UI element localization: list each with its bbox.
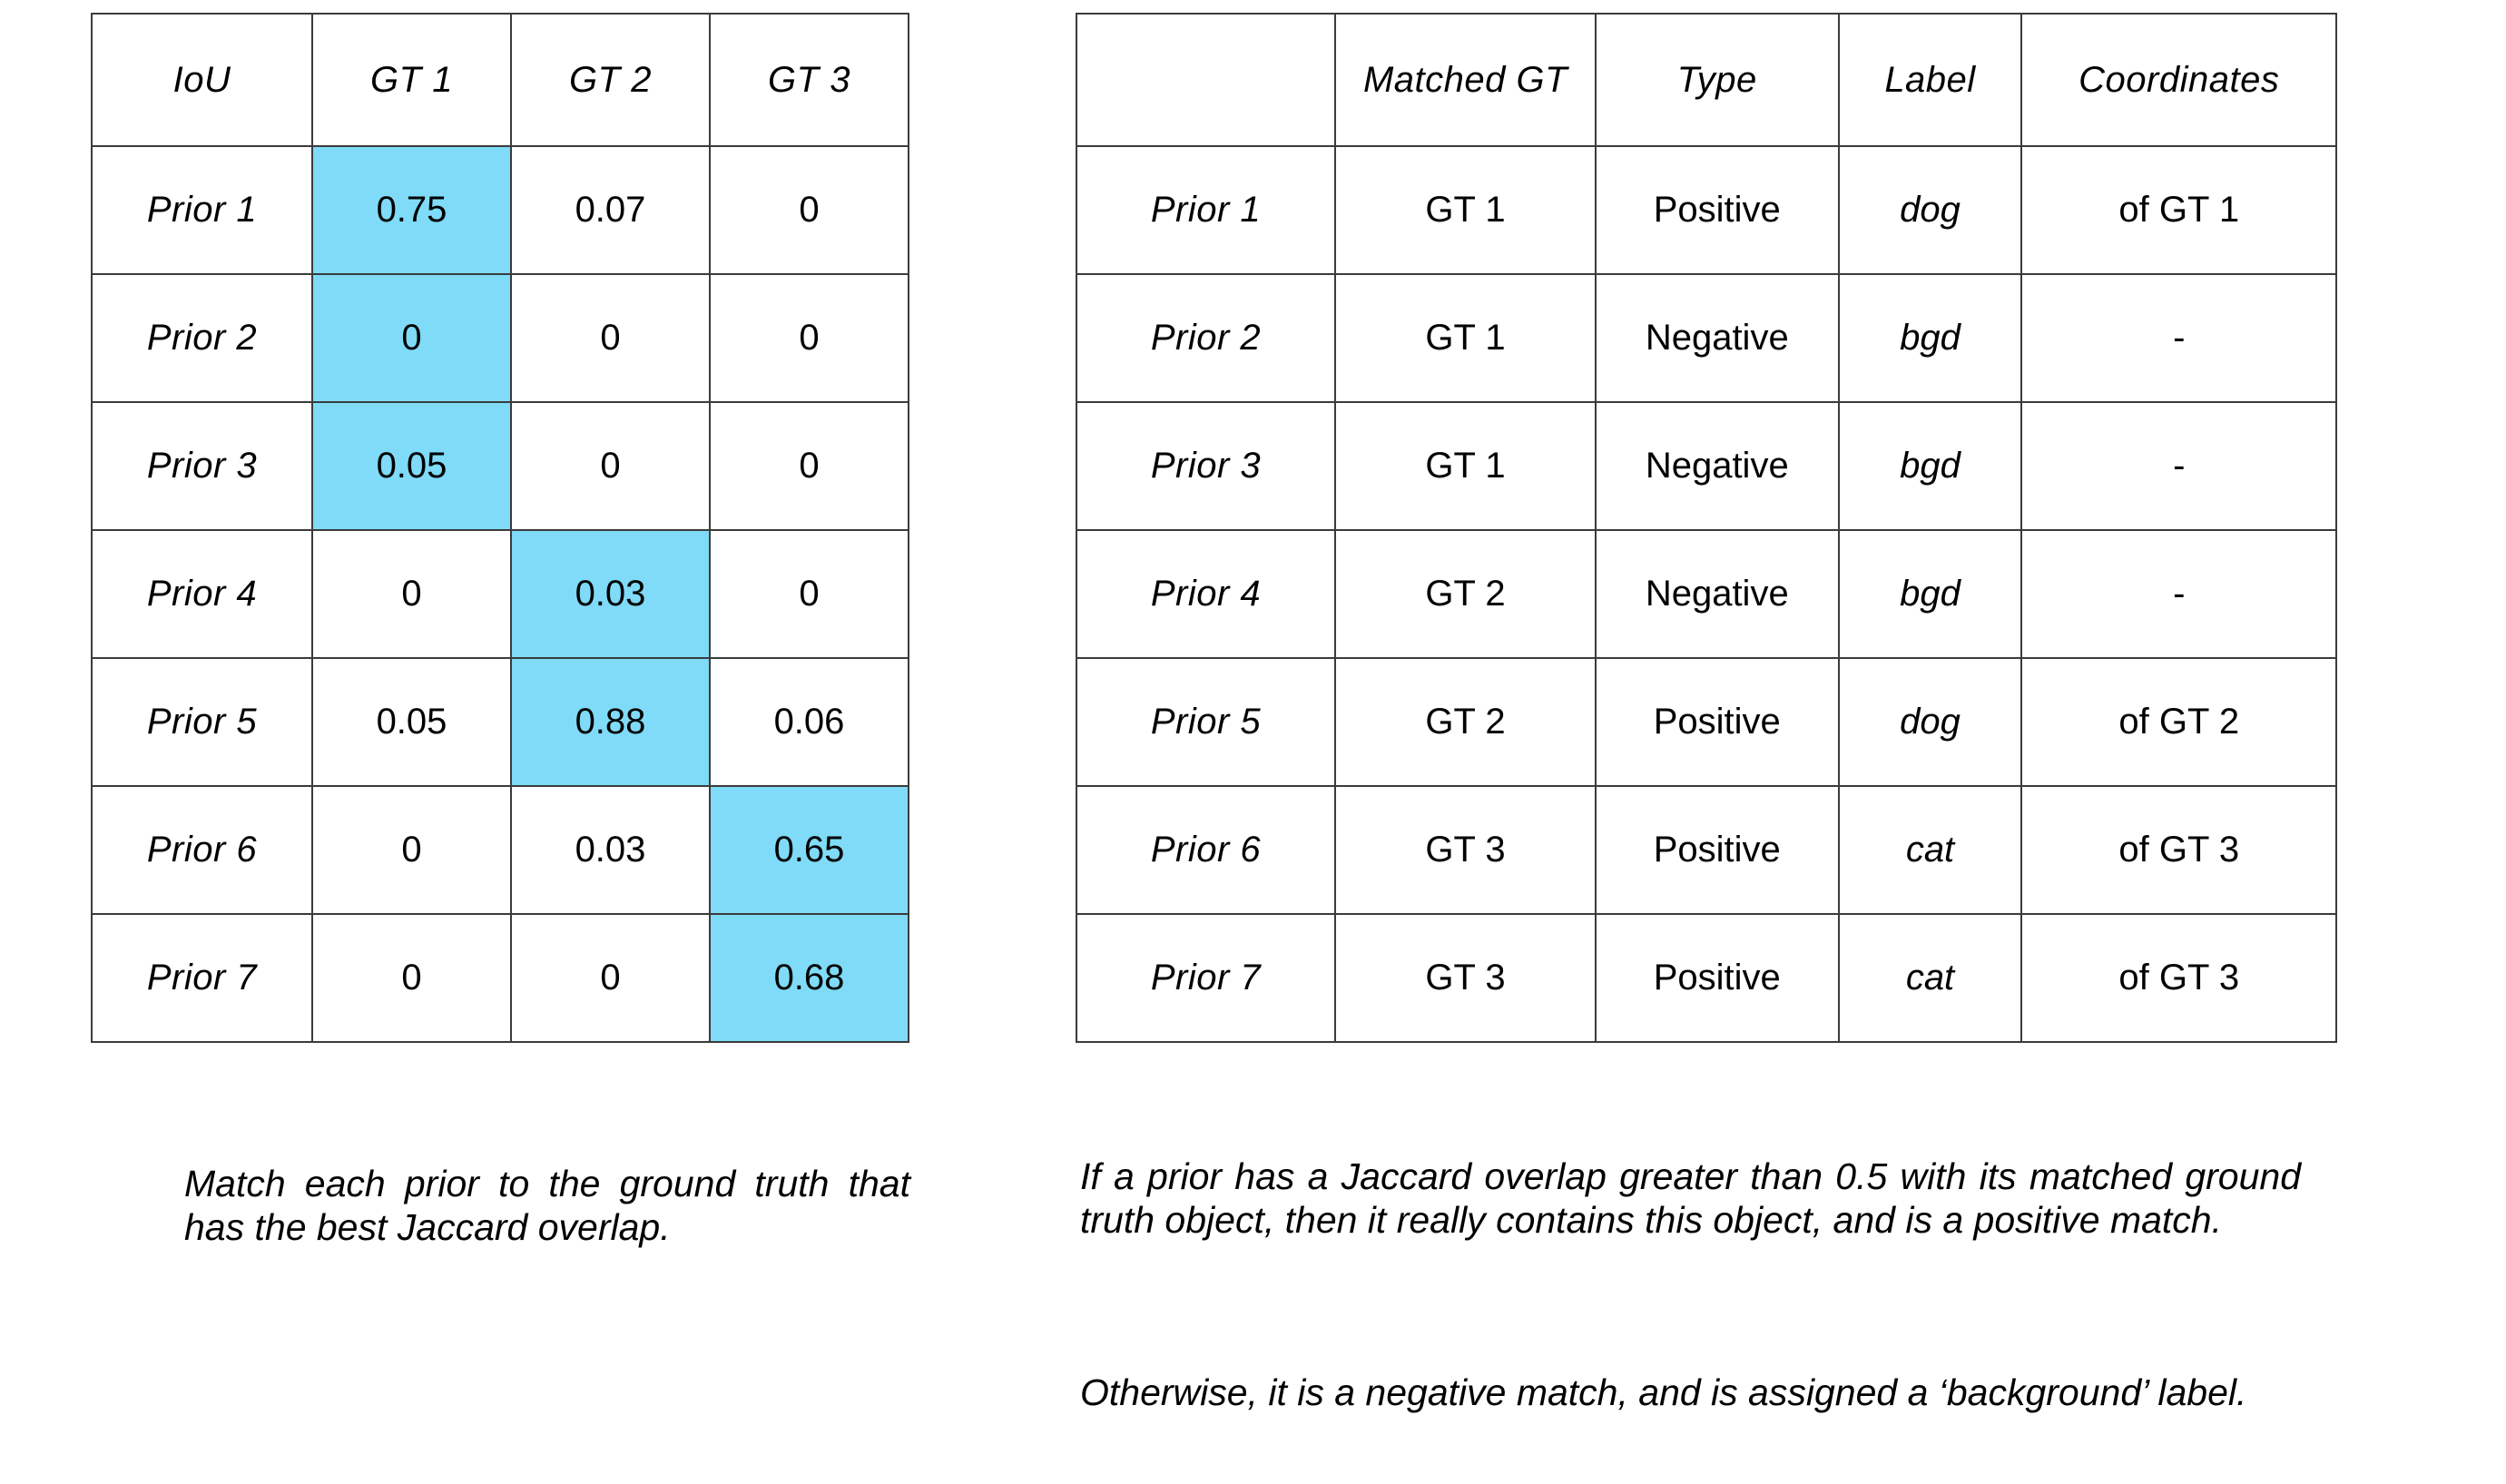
match-cell-p1-matched-gt: GT 1 — [1333, 145, 1597, 275]
caption-right-positive: If a prior has a Jaccard overlap greater… — [1080, 1155, 2301, 1243]
match-row-label-prior-1: Prior 1 — [1076, 145, 1336, 275]
caption-right-negative: Otherwise, it is a negative match, and i… — [1080, 1371, 2301, 1414]
match-table-panel: Matched GT Type Label Coordinates Prior … — [1076, 13, 2337, 1043]
iou-header-gt3: GT 3 — [709, 13, 909, 147]
match-header-type: Type — [1594, 13, 1840, 147]
iou-row-label-prior-7: Prior 7 — [91, 913, 313, 1043]
iou-cell-p2-gt1: 0 — [311, 273, 512, 403]
iou-row-label-prior-1: Prior 1 — [91, 145, 313, 275]
match-cell-p5-coordinates: of GT 2 — [2020, 657, 2337, 787]
match-cell-p3-coordinates: - — [2020, 401, 2337, 531]
caption-right-negative-text: Otherwise, it is a negative match, and i… — [1080, 1371, 2247, 1413]
iou-cell-p5-gt3: 0.06 — [709, 657, 909, 787]
match-cell-p6-type: Positive — [1594, 785, 1840, 915]
match-row-label-prior-3: Prior 3 — [1076, 401, 1336, 531]
table-row: Prior 2 GT 1 Negative bgd - — [1076, 273, 2337, 403]
table-row: Prior 7 0 0 0.68 — [91, 913, 909, 1043]
iou-table-header-row: IoU GT 1 GT 2 GT 3 — [91, 13, 909, 147]
iou-cell-p5-gt1: 0.05 — [311, 657, 512, 787]
table-row: Prior 6 0 0.03 0.65 — [91, 785, 909, 915]
iou-cell-p6-gt3: 0.65 — [709, 785, 909, 915]
iou-cell-p6-gt1: 0 — [311, 785, 512, 915]
match-cell-p7-type: Positive — [1594, 913, 1840, 1043]
match-cell-p1-type: Positive — [1594, 145, 1840, 275]
iou-cell-p4-gt3: 0 — [709, 529, 909, 659]
table-row: Prior 3 GT 1 Negative bgd - — [1076, 401, 2337, 531]
table-row: Prior 4 0 0.03 0 — [91, 529, 909, 659]
match-cell-p4-coordinates: - — [2020, 529, 2337, 659]
match-cell-p3-type: Negative — [1594, 401, 1840, 531]
table-row: Prior 1 0.75 0.07 0 — [91, 145, 909, 275]
table-row: Prior 5 GT 2 Positive dog of GT 2 — [1076, 657, 2337, 787]
match-row-label-prior-4: Prior 4 — [1076, 529, 1336, 659]
iou-cell-p3-gt3: 0 — [709, 401, 909, 531]
iou-cell-p1-gt2: 0.07 — [510, 145, 711, 275]
match-cell-p6-coordinates: of GT 3 — [2020, 785, 2337, 915]
match-header-coordinates: Coordinates — [2020, 13, 2337, 147]
iou-row-label-prior-4: Prior 4 — [91, 529, 313, 659]
match-cell-p4-label: bgd — [1837, 529, 2023, 659]
match-header-corner — [1076, 13, 1336, 147]
match-cell-p2-label: bgd — [1837, 273, 2023, 403]
match-cell-p6-label: cat — [1837, 785, 2023, 915]
match-cell-p7-coordinates: of GT 3 — [2020, 913, 2337, 1043]
iou-cell-p6-gt2: 0.03 — [510, 785, 711, 915]
match-row-label-prior-7: Prior 7 — [1076, 913, 1336, 1043]
match-cell-p5-type: Positive — [1594, 657, 1840, 787]
match-cell-p1-coordinates: of GT 1 — [2020, 145, 2337, 275]
match-row-label-prior-6: Prior 6 — [1076, 785, 1336, 915]
table-row: Prior 6 GT 3 Positive cat of GT 3 — [1076, 785, 2337, 915]
match-table-header-row: Matched GT Type Label Coordinates — [1076, 13, 2337, 147]
match-row-label-prior-5: Prior 5 — [1076, 657, 1336, 787]
iou-cell-p7-gt2: 0 — [510, 913, 711, 1043]
match-cell-p2-type: Negative — [1594, 273, 1840, 403]
table-row: Prior 7 GT 3 Positive cat of GT 3 — [1076, 913, 2337, 1043]
table-row: Prior 5 0.05 0.88 0.06 — [91, 657, 909, 787]
match-cell-p5-label: dog — [1837, 657, 2023, 787]
caption-right-positive-text: If a prior has a Jaccard overlap greater… — [1080, 1155, 2301, 1242]
table-row: Prior 2 0 0 0 — [91, 273, 909, 403]
caption-left-text: Match each prior to the ground truth tha… — [184, 1163, 910, 1249]
match-header-matched-gt: Matched GT — [1333, 13, 1597, 147]
iou-row-label-prior-6: Prior 6 — [91, 785, 313, 915]
table-row: Prior 4 GT 2 Negative bgd - — [1076, 529, 2337, 659]
table-row: Prior 1 GT 1 Positive dog of GT 1 — [1076, 145, 2337, 275]
iou-header-iou: IoU — [91, 13, 313, 147]
match-cell-p7-label: cat — [1837, 913, 2023, 1043]
match-header-label: Label — [1837, 13, 2023, 147]
match-cell-p7-matched-gt: GT 3 — [1333, 913, 1597, 1043]
iou-cell-p4-gt1: 0 — [311, 529, 512, 659]
iou-header-gt2: GT 2 — [510, 13, 711, 147]
iou-row-label-prior-5: Prior 5 — [91, 657, 313, 787]
match-cell-p4-type: Negative — [1594, 529, 1840, 659]
match-cell-p3-matched-gt: GT 1 — [1333, 401, 1597, 531]
iou-cell-p1-gt1: 0.75 — [311, 145, 512, 275]
iou-cell-p7-gt3: 0.68 — [709, 913, 909, 1043]
iou-cell-p7-gt1: 0 — [311, 913, 512, 1043]
iou-header-gt1: GT 1 — [311, 13, 512, 147]
caption-left: Match each prior to the ground truth tha… — [184, 1162, 910, 1250]
match-cell-p2-coordinates: - — [2020, 273, 2337, 403]
iou-cell-p2-gt3: 0 — [709, 273, 909, 403]
match-cell-p5-matched-gt: GT 2 — [1333, 657, 1597, 787]
match-cell-p4-matched-gt: GT 2 — [1333, 529, 1597, 659]
table-row: Prior 3 0.05 0 0 — [91, 401, 909, 531]
iou-cell-p1-gt3: 0 — [709, 145, 909, 275]
match-cell-p6-matched-gt: GT 3 — [1333, 785, 1597, 915]
match-table: Matched GT Type Label Coordinates Prior … — [1076, 13, 2337, 1043]
match-cell-p1-label: dog — [1837, 145, 2023, 275]
match-row-label-prior-2: Prior 2 — [1076, 273, 1336, 403]
iou-cell-p3-gt2: 0 — [510, 401, 711, 531]
iou-cell-p3-gt1: 0.05 — [311, 401, 512, 531]
iou-table: IoU GT 1 GT 2 GT 3 Prior 1 0.75 0.07 0 P… — [91, 13, 909, 1043]
match-cell-p3-label: bgd — [1837, 401, 2023, 531]
iou-cell-p2-gt2: 0 — [510, 273, 711, 403]
iou-table-panel: IoU GT 1 GT 2 GT 3 Prior 1 0.75 0.07 0 P… — [91, 13, 1035, 1043]
match-cell-p2-matched-gt: GT 1 — [1333, 273, 1597, 403]
iou-cell-p5-gt2: 0.88 — [510, 657, 711, 787]
iou-row-label-prior-2: Prior 2 — [91, 273, 313, 403]
iou-cell-p4-gt2: 0.03 — [510, 529, 711, 659]
iou-row-label-prior-3: Prior 3 — [91, 401, 313, 531]
